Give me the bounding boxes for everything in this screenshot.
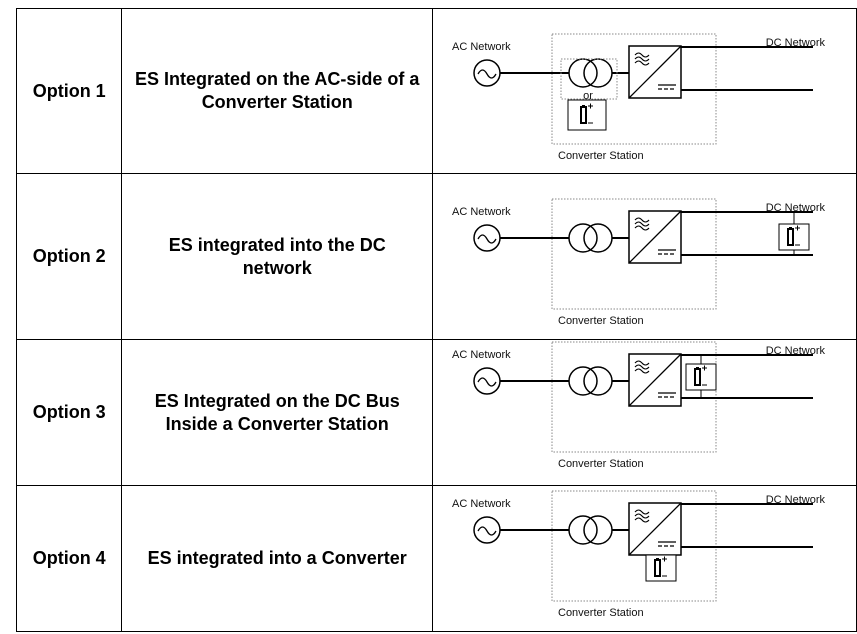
ac-wave-icon bbox=[477, 234, 497, 244]
option-label: Option 3 bbox=[15, 339, 123, 486]
battery-terminal bbox=[581, 105, 585, 107]
converter-diagonal bbox=[628, 353, 682, 407]
option-description: ES Integrated on the DC Bus Inside a Con… bbox=[121, 339, 433, 486]
option-label: Option 1 bbox=[15, 8, 123, 174]
transformer-icon bbox=[568, 366, 598, 396]
ac-symbol-icon bbox=[634, 225, 650, 231]
ac-symbol-icon bbox=[634, 513, 650, 519]
converter-diagonal bbox=[628, 45, 682, 99]
ac-symbol-icon bbox=[634, 517, 650, 523]
battery-terminal bbox=[788, 227, 792, 229]
transformer-icon bbox=[583, 223, 613, 253]
converter-station-label: Converter Station bbox=[558, 458, 644, 470]
converter-diagonal bbox=[628, 502, 682, 556]
ac-symbol-icon bbox=[634, 364, 650, 370]
converter-diagonal bbox=[628, 210, 682, 264]
option-description: ES integrated into the DC network bbox=[121, 173, 433, 340]
ac-symbol-icon bbox=[634, 368, 650, 374]
or-label: or bbox=[583, 90, 593, 102]
option-description: ES integrated into a Converter bbox=[121, 485, 433, 632]
ac-network-label: AC Network bbox=[452, 349, 511, 361]
transformer-icon bbox=[583, 58, 613, 88]
ac-symbol-icon bbox=[634, 52, 650, 58]
option-label: Option 2 bbox=[15, 173, 123, 340]
transformer-icon bbox=[583, 366, 613, 396]
battery-cell bbox=[693, 368, 701, 386]
option-label: Option 4 bbox=[15, 485, 123, 632]
transformer-icon bbox=[568, 223, 598, 253]
transformer-icon bbox=[568, 58, 598, 88]
ac-symbol-icon bbox=[634, 56, 650, 62]
ac-side-dashed-box bbox=[560, 58, 618, 100]
ac-symbol-icon bbox=[634, 360, 650, 366]
ac-wave-icon bbox=[477, 69, 497, 79]
ac-wave-icon bbox=[477, 377, 497, 387]
battery-terminal bbox=[655, 558, 659, 560]
ac-symbol-icon bbox=[634, 60, 650, 66]
ac-network-label: AC Network bbox=[452, 41, 511, 53]
option-description: ES Integrated on the AC-side of a Conver… bbox=[121, 8, 433, 174]
battery-terminal bbox=[695, 367, 699, 369]
battery-cell bbox=[653, 559, 661, 577]
ac-symbol-icon bbox=[634, 509, 650, 515]
converter-station-label: Converter Station bbox=[558, 315, 644, 327]
transformer-icon bbox=[568, 515, 598, 545]
ac-wave-icon bbox=[477, 526, 497, 536]
converter-station-label: Converter Station bbox=[558, 150, 644, 162]
ac-network-label: AC Network bbox=[452, 498, 511, 510]
converter-station-label: Converter Station bbox=[558, 607, 644, 619]
ac-network-label: AC Network bbox=[452, 206, 511, 218]
transformer-icon bbox=[583, 515, 613, 545]
battery-cell bbox=[786, 228, 794, 246]
ac-symbol-icon bbox=[634, 217, 650, 223]
ac-symbol-icon bbox=[634, 221, 650, 227]
battery-cell bbox=[579, 106, 587, 124]
